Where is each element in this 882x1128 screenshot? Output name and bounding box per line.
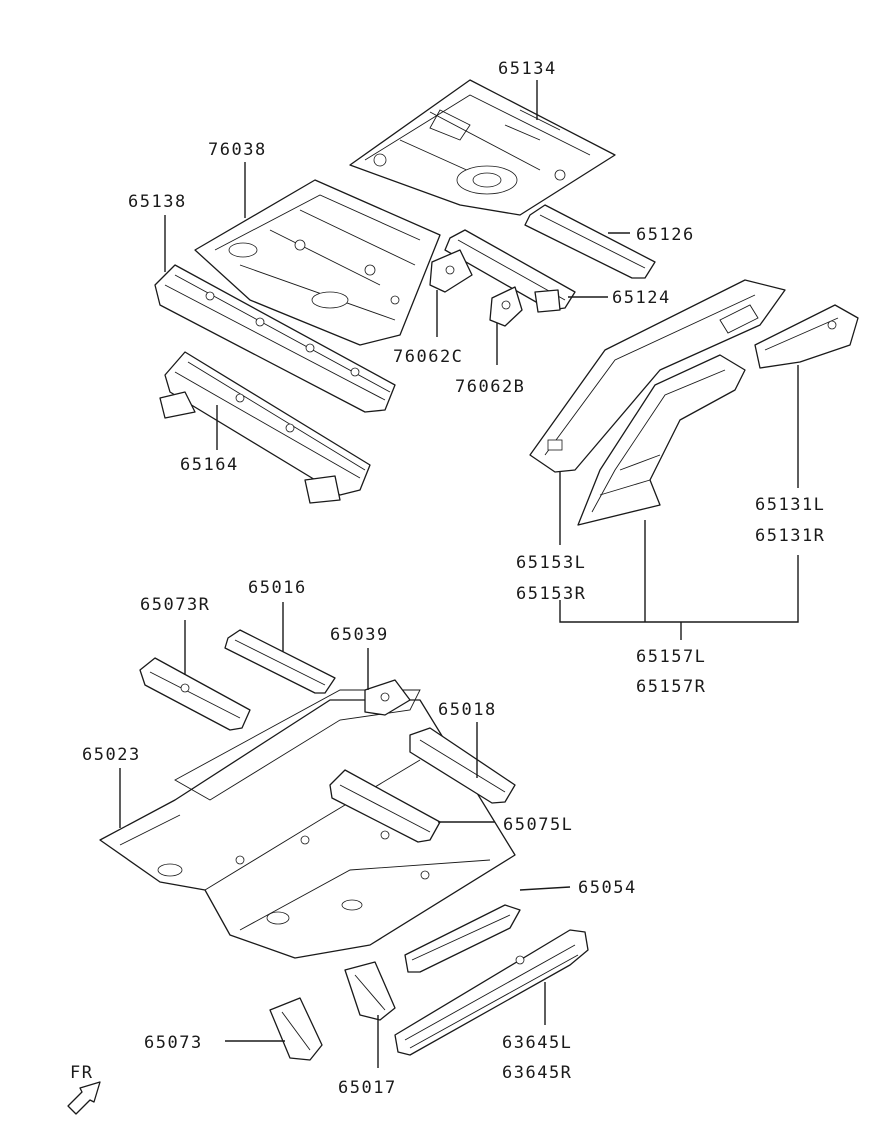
part-65075l-crossmember[interactable] — [329, 769, 441, 843]
label-76062b[interactable]: 76062B — [455, 377, 525, 397]
label-65126[interactable]: 65126 — [636, 225, 695, 245]
leader-lines — [119, 80, 799, 1068]
label-65153l[interactable]: 65153L — [516, 553, 586, 573]
label-65157r[interactable]: 65157R — [636, 677, 706, 697]
part-65016-rail[interactable] — [224, 629, 336, 694]
label-65016[interactable]: 65016 — [248, 578, 307, 598]
part-65153-side-member[interactable] — [529, 279, 786, 473]
label-76062c[interactable]: 76062C — [393, 347, 463, 367]
label-65054[interactable]: 65054 — [578, 878, 637, 898]
label-65124[interactable]: 65124 — [612, 288, 671, 308]
label-65073[interactable]: 65073 — [144, 1033, 203, 1053]
label-65131r[interactable]: 65131R — [755, 526, 825, 546]
label-65075l[interactable]: 65075L — [503, 815, 573, 835]
label-63645l[interactable]: 63645L — [502, 1033, 572, 1053]
front-direction-arrow-icon — [67, 1081, 101, 1115]
part-65054-sill[interactable] — [404, 904, 521, 973]
front-direction-indicator: FR — [67, 1063, 101, 1115]
label-65153r[interactable]: 65153R — [516, 584, 586, 604]
label-65023[interactable]: 65023 — [82, 745, 141, 765]
part-76038-floor-pan[interactable] — [194, 179, 441, 346]
label-76038[interactable]: 76038 — [208, 140, 267, 160]
label-65157l[interactable]: 65157L — [636, 647, 706, 667]
part-65023-front-floor-pan[interactable] — [99, 689, 516, 959]
label-65138[interactable]: 65138 — [128, 192, 187, 212]
label-65164[interactable]: 65164 — [180, 455, 239, 475]
part-65018-rail[interactable] — [409, 727, 516, 804]
part-63645-side-sill[interactable] — [394, 929, 589, 1056]
part-76062b-bracket[interactable] — [489, 286, 523, 327]
label-65039[interactable]: 65039 — [330, 625, 389, 645]
label-63645r[interactable]: 63645R — [502, 1063, 572, 1083]
part-65073r-reinforcement[interactable] — [139, 657, 251, 731]
part-number-labels: 65134 76038 65138 65126 65124 76062C 760… — [82, 59, 825, 1098]
label-65131l[interactable]: 65131L — [755, 495, 825, 515]
part-65126-rail[interactable] — [524, 204, 656, 279]
front-direction-label: FR — [70, 1063, 93, 1083]
label-65073r[interactable]: 65073R — [140, 595, 210, 615]
part-65131-bracket[interactable] — [754, 304, 859, 369]
part-65138-crossmember[interactable] — [154, 264, 396, 413]
part-65073-bracket[interactable] — [269, 997, 323, 1061]
part-65164-lower-crossmember[interactable] — [159, 351, 371, 504]
label-65134[interactable]: 65134 — [498, 59, 557, 79]
part-65157-side-member[interactable] — [577, 354, 746, 526]
label-65018[interactable]: 65018 — [438, 700, 497, 720]
part-65134-rear-floor-pan[interactable] — [349, 79, 616, 216]
part-65017-bracket[interactable] — [344, 961, 396, 1021]
part-65039-bracket[interactable] — [364, 679, 411, 716]
part-76062c-bracket[interactable] — [429, 249, 473, 293]
part-65124-rail[interactable] — [444, 229, 576, 313]
label-65017[interactable]: 65017 — [338, 1078, 397, 1098]
